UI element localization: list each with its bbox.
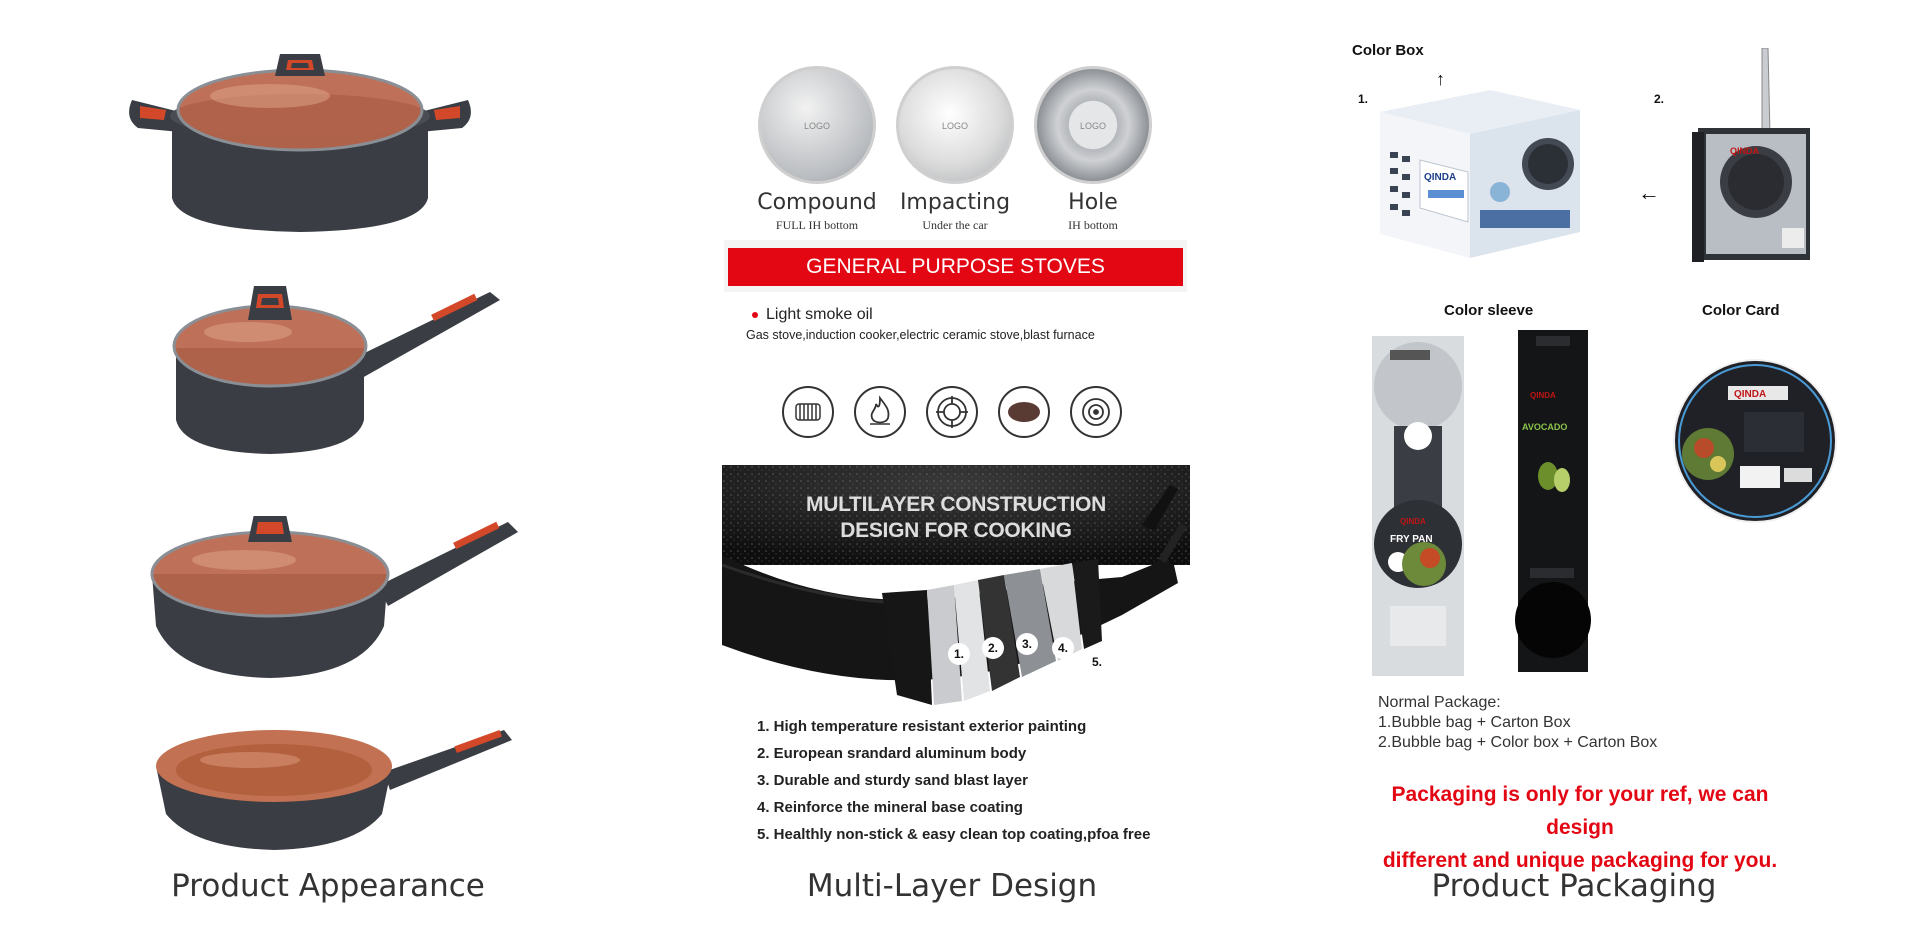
box-number-2: 2. [1654,92,1665,106]
feature-item: 5. Healthly non-stick & easy clean top c… [757,826,1151,843]
caption-product-packaging: Product Packaging [1431,868,1717,904]
sleeve2-product-text: AVOCADO [1522,422,1567,432]
feature-item: 3. Durable and sturdy sand blast layer [757,772,1028,789]
banner-text: GENERAL PURPOSE STOVES [728,248,1183,286]
layer-number-1: 1. [948,643,970,665]
packaging-note-line1: Packaging is only for your ref, we can d… [1391,783,1769,839]
ceramic-hob-icon [1070,386,1122,438]
sleeve1-brand-text: QINDA [1400,517,1426,526]
feature-item: 1. High temperature resistant exterior p… [757,718,1087,735]
caption-multilayer-design: Multi-Layer Design [806,868,1098,904]
layer-number-4: 4. [1052,637,1074,659]
bottom-title-impacting: Impacting [899,190,1011,215]
packaging-note-line2: different and unique packaging for you. [1382,849,1778,872]
light-smoke-oil-label: Light smoke oil [752,306,873,324]
normal-package-title: Normal Package: [1378,694,1501,711]
bottom-sub-compound: FULL IH bottom [775,218,859,232]
sleeve1-product-text: FRY PAN [1390,534,1433,545]
general-purpose-stoves-banner: GENERAL PURPOSE STOVES [724,240,1187,292]
left-arrow-icon: ← [1638,180,1660,205]
color-box-label: Color Box [1352,42,1424,59]
saute-pan-image [150,516,518,678]
feature-item: 2. European srandard aluminum body [757,745,1027,762]
color-sleeve-grey-image: FRY PAN QINDA [1372,336,1464,676]
color-card-image: QINDA [1673,359,1837,523]
up-arrow-icon: ↑ [1436,69,1445,89]
packaging-note: Packaging is only for your ref, we can d… [1360,778,1800,877]
gas-burner-icon [926,386,978,438]
svg-text:QINDA: QINDA [1730,146,1760,156]
card-brand-text: QINDA [1734,389,1766,400]
layer-number-3: 3. [1016,633,1038,655]
construction-title-line1: MULTILAYER CONSTRUCTION [806,493,1106,516]
hole-bottom-disk: LOGO [1034,66,1152,184]
layer-number-2: 2. [982,637,1004,659]
compound-bottom-disk: LOGO [758,66,876,184]
box-number-1: 1. [1358,92,1369,106]
normal-package-option-1: 1.Bubble bag + Carton Box [1378,714,1571,731]
bottom-title-compound: Compound [757,190,877,215]
feature-item: 4. Reinforce the mineral base coating [757,799,1023,816]
bottom-sub-hole: IH bottom [1068,218,1118,232]
color-sleeve-label: Color sleeve [1444,302,1534,319]
color-card-label: Color Card [1702,302,1780,319]
layer-number-5: 5. [1086,651,1108,673]
box-brand-text: QINDA [1424,172,1456,183]
frypan-box-image: QINDA [1692,48,1810,262]
casserole-pot-image [129,54,471,232]
normal-package-option-2: 2.Bubble bag + Color box + Carton Box [1378,734,1658,751]
electric-plate-icon [998,386,1050,438]
impacting-bottom-disk: LOGO [896,66,1014,184]
saucepan-image [172,286,500,454]
color-sleeve-black-image: QINDA AVOCADO [1515,330,1591,672]
induction-coil-icon [782,386,834,438]
construction-title-line2: DESIGN FOR COOKING [840,519,1072,542]
red-bullet-icon [752,311,758,318]
caption-product-appearance: Product Appearance [171,868,485,904]
fry-pan-image [156,729,512,850]
stove-types-text: Gas stove,induction cooker,electric cera… [746,328,1095,342]
multilayer-cross-section: MULTILAYER CONSTRUCTION DESIGN FOR COOKI… [722,465,1190,705]
gas-flame-icon [854,386,906,438]
sleeve2-brand-text: QINDA [1530,391,1556,400]
bottom-sub-impacting: Under the car [922,218,988,232]
bottom-title-hole: Hole [1068,190,1118,215]
color-box-image: QINDA [1380,90,1580,258]
